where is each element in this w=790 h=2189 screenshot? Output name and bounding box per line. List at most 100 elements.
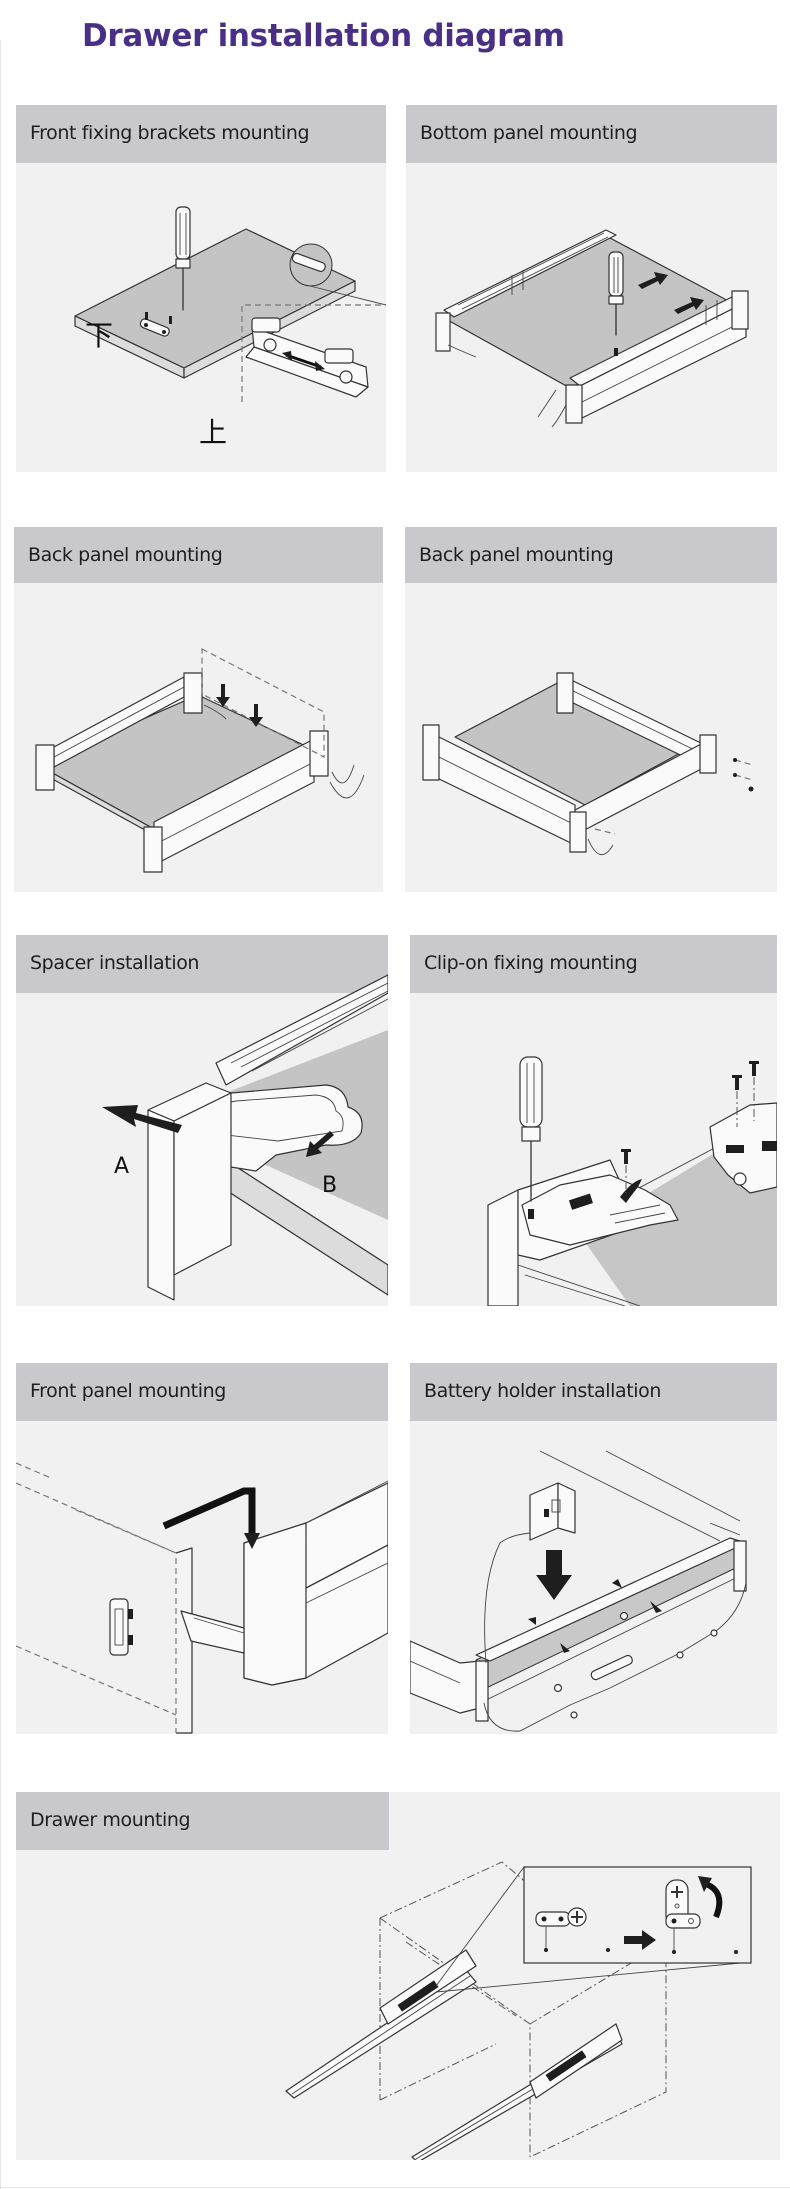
drawer-mounting-illustration (285, 1861, 752, 2160)
end-cap (143, 826, 163, 873)
screw-guide (734, 774, 754, 781)
end-cap (183, 672, 203, 714)
end-cap (422, 724, 440, 781)
screw-icon (169, 316, 172, 324)
panel-heading: Back panel mounting (419, 544, 614, 566)
arrow-icon (650, 1601, 662, 1613)
cable (203, 704, 227, 720)
drawer-end (243, 1522, 307, 1686)
panel-heading: Spacer installation (30, 952, 200, 974)
front-fixing-brackets-illustration: 下 上 (74, 206, 386, 449)
panel-heading: Battery holder installation (424, 1380, 662, 1402)
label-down: 下 (85, 319, 113, 352)
front-board-edge (175, 1547, 193, 1734)
battery-box-icon (529, 1482, 576, 1541)
panel-header: Drawer mounting (16, 1792, 389, 1850)
arrow-down-icon (216, 684, 230, 707)
callout-frame (241, 304, 386, 402)
arrow-right-icon (624, 1930, 656, 1950)
panel-header: Back panel mounting (405, 527, 777, 583)
back-panel-illustration-2 (422, 672, 754, 855)
cable (551, 404, 567, 428)
bracket-hole (144, 323, 148, 327)
bottom-board (443, 237, 737, 389)
connector (710, 1629, 718, 1637)
panel-heading: Back panel mounting (28, 544, 223, 566)
cable (484, 1532, 531, 1664)
panel-header: Front fixing brackets mounting (16, 105, 386, 163)
panel-drawer-mounting: Drawer mounting (16, 1792, 780, 2160)
panel-back-panel-mounting-1: Back panel mounting (14, 527, 383, 892)
front-board-outline (75, 1509, 177, 1554)
spring-icon (590, 1654, 633, 1681)
cable (587, 838, 614, 855)
end-cap (565, 384, 583, 424)
drawer-slide-upper (285, 1949, 477, 2099)
bracket-small (139, 318, 170, 337)
bottom-panel-illustration (435, 229, 749, 428)
panel-header: Bottom panel mounting (406, 105, 777, 163)
screw-icon (732, 1075, 742, 1127)
back-panel-outline (201, 648, 325, 758)
panel-front-panel-mounting: Front panel mounting (16, 1363, 388, 1734)
drawer-top-edge (539, 1450, 721, 1542)
end-piece-side (173, 1092, 232, 1276)
clip-lever-closed (535, 1907, 610, 1952)
arrow-head (244, 1533, 260, 1549)
drawer-side-top (475, 1537, 747, 1662)
arrow-icon (674, 297, 704, 314)
panel-heading: Clip-on fixing mounting (424, 952, 638, 974)
arrow-insert-icon (162, 1487, 256, 1535)
bracket-hole (162, 330, 166, 334)
arrow-icon (638, 272, 668, 289)
panel-battery-holder-installation: Battery holder installation (410, 1363, 777, 1734)
callout-line (305, 284, 386, 306)
end-cap (731, 290, 749, 330)
bracket-detail-small (291, 252, 326, 272)
side-rail-back (443, 229, 617, 318)
back-panel-illustration-1 (35, 648, 365, 873)
screw-guide (594, 828, 616, 835)
panel-header: Spacer installation (16, 935, 388, 993)
connector (570, 1711, 578, 1719)
panel-heading: Drawer mounting (30, 1809, 191, 1831)
panel-bottom-panel-mounting: Bottom panel mounting (406, 105, 777, 472)
page-border-bottom (0, 2187, 790, 2188)
screwdriver-icon (608, 251, 624, 336)
arrow-icon (560, 1643, 570, 1653)
cable (331, 764, 355, 784)
panel-header: Clip-on fixing mounting (410, 935, 777, 993)
front-board-outline (16, 1482, 177, 1554)
cable (447, 344, 477, 358)
cable (329, 774, 365, 799)
screw-icon (528, 1209, 534, 1219)
label-a: A (114, 1154, 129, 1179)
panel-header: Back panel mounting (14, 527, 383, 583)
clip-mechanism-front (521, 1174, 679, 1246)
end-cap (699, 734, 717, 774)
page-title: Drawer installation diagram (82, 18, 565, 54)
connector (619, 1611, 629, 1621)
arrow-b-icon (306, 1131, 334, 1157)
end-cap (733, 1540, 747, 1592)
screw-guide (734, 759, 754, 766)
cable (483, 1582, 747, 1732)
end-cap (35, 744, 55, 791)
arrow-icon (528, 1617, 536, 1625)
panel-header: Battery holder installation (410, 1363, 777, 1421)
end-cap (556, 672, 574, 714)
drawer-front (487, 1189, 519, 1306)
page-border-left (0, 40, 1, 2189)
panel-clip-on-fixing-mounting: Clip-on fixing mounting (410, 935, 777, 1306)
panel-heading: Front panel mounting (30, 1380, 226, 1402)
end-piece-front (147, 1109, 175, 1301)
end-cap (569, 811, 587, 853)
label-b: B (322, 1173, 337, 1198)
panel-spacer-installation: Spacer installation A B (16, 935, 388, 1306)
screw-icon (614, 348, 618, 356)
clip-on-illustration (487, 1056, 777, 1306)
panel-heading: Front fixing brackets mounting (30, 122, 310, 144)
end-cap (309, 730, 329, 777)
label-up: 上 (199, 416, 227, 449)
spacer-illustration: A B (102, 974, 388, 1301)
